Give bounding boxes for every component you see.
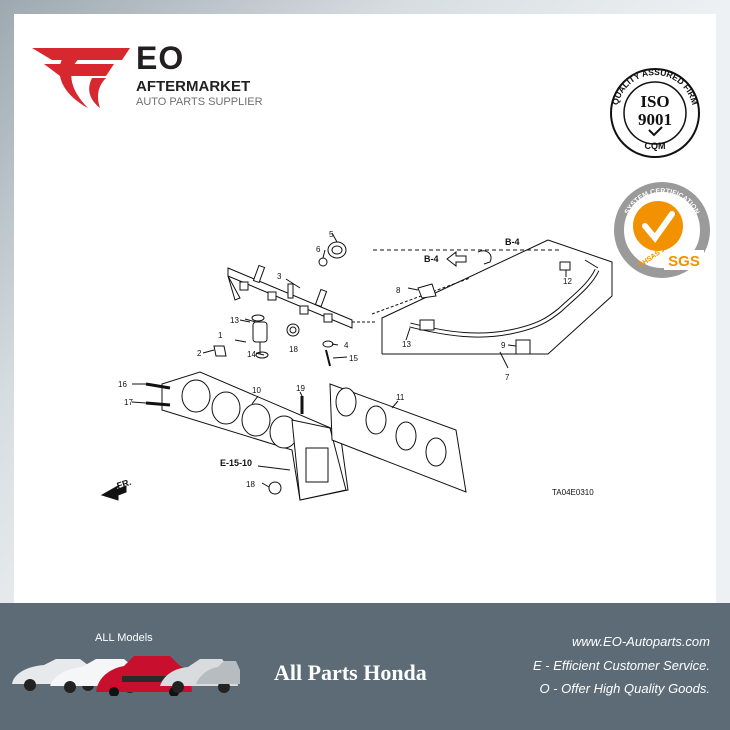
ref-b4-left: B-4 [424, 254, 439, 264]
callout-12: 12 [563, 277, 572, 286]
brand-tagline: AUTO PARTS SUPPLIER [136, 96, 263, 108]
stud-bolt [325, 349, 331, 367]
callout-16: 15 [349, 354, 358, 363]
stud-bolt [145, 401, 171, 407]
fuel-rail [227, 264, 376, 329]
callout-15: 14 [247, 350, 256, 359]
ohsas-body: SGS [668, 253, 700, 270]
iso-label: ISO [640, 92, 669, 111]
hose-clamp [515, 339, 531, 355]
check-icon [642, 211, 675, 243]
pulsation-damper [318, 241, 347, 267]
callout-9: 9 [501, 341, 506, 350]
slogan-o: O - Offer High Quality Goods. [539, 681, 710, 696]
injector-clip [213, 345, 227, 357]
callout-17-lower: 17 [124, 398, 133, 407]
ref-b4-right: B-4 [505, 237, 520, 247]
diagram-code: TA04E0310 [552, 488, 594, 497]
callout-18-upper: 18 [289, 345, 298, 354]
arrow-left-icon [446, 250, 467, 268]
iso-body: CQM [645, 141, 666, 151]
car-silhouette-right [196, 661, 240, 684]
callout-1: 1 [218, 331, 223, 340]
ohsas-18001-seal: SYSTEM CERTIFICATION OHSAS 18001 SGS [614, 182, 710, 278]
front-direction-arrow-icon [100, 484, 127, 501]
all-models-label: ALL Models [95, 632, 153, 644]
check-icon [648, 126, 663, 137]
certification-badges: QUALITY ASSURED FIRM ISO 9001 CQM SYSTEM… [610, 67, 710, 278]
callout-13: 13 [402, 340, 411, 349]
intake-manifold-gasket [329, 383, 467, 493]
callout-8: 8 [396, 286, 401, 295]
callout-5: 5 [329, 230, 334, 239]
brand-name: EO [136, 40, 185, 76]
slogan-e: E - Efficient Customer Service. [533, 658, 710, 673]
footer-title: All Parts Honda [274, 660, 427, 685]
callout-11: 11 [396, 393, 405, 402]
washer [322, 340, 334, 348]
quick-connector [417, 283, 437, 299]
iso-number: 9001 [638, 110, 672, 129]
callout-14: 13 [230, 316, 239, 325]
callout-17-upper: 16 [118, 380, 127, 389]
car-lineup-image [12, 656, 240, 696]
callout-7: 7 [505, 373, 510, 382]
callout-2: 2 [197, 349, 202, 358]
eo-logo-wing-icon [32, 48, 130, 108]
callout-19: 19 [296, 384, 305, 393]
callout-10: 10 [252, 386, 261, 395]
callout-18-lower: 18 [246, 480, 255, 489]
front-direction-label: FR. [116, 477, 133, 491]
flange-nut [268, 481, 282, 495]
callout-4: 4 [344, 341, 349, 350]
callout-3: 3 [277, 272, 282, 281]
diagram-panel [14, 14, 716, 603]
ref-e-15-10: E-15-10 [220, 458, 252, 468]
website-link[interactable]: www.EO-Autoparts.com [572, 634, 710, 649]
callout-6: 6 [316, 245, 321, 254]
stud-bolt [145, 382, 171, 390]
fuel-injector [251, 314, 269, 359]
insulator-seal [286, 323, 300, 337]
brand-logo: EO AFTERMARKET AUTO PARTS SUPPLIER [30, 38, 270, 118]
brand-line: AFTERMARKET [136, 78, 251, 95]
fuel-feed-hose [371, 239, 613, 355]
parts-diagram: 13 1 2 14 3 5 6 18 4 15 16 17 10 19 11 8… [100, 230, 613, 501]
